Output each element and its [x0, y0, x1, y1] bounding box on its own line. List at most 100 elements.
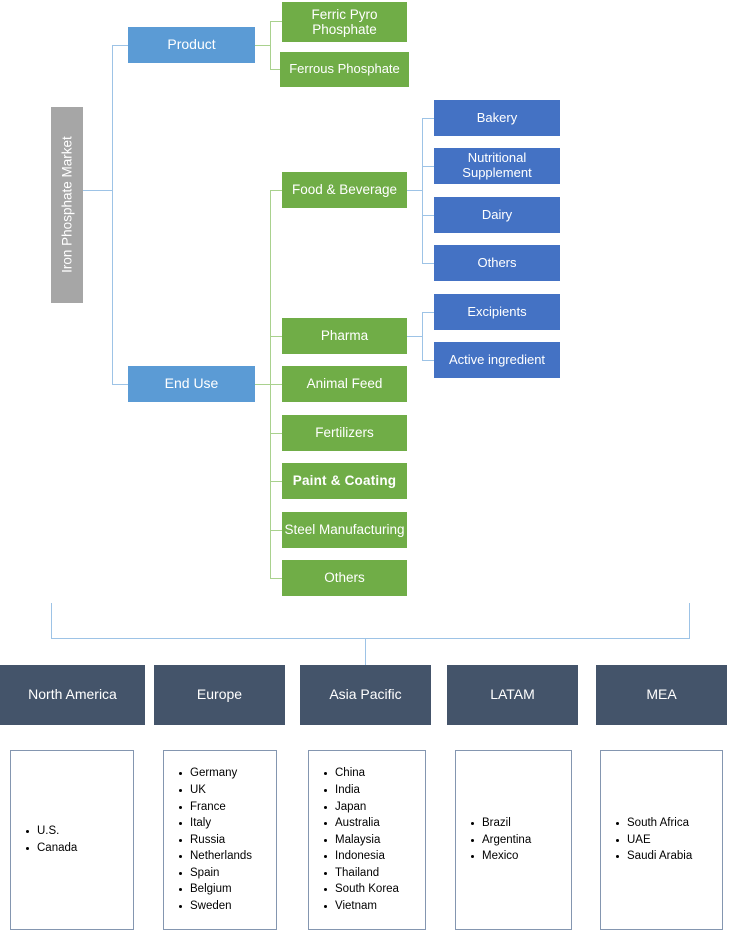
segment-animal-feed-label: Animal Feed: [306, 376, 383, 392]
subsegment-dairy[interactable]: Dairy: [434, 197, 560, 233]
country-list-item: India: [324, 782, 425, 799]
region-header-latam[interactable]: LATAM: [447, 665, 578, 725]
connector-to-ferrous-phosphate: [270, 69, 282, 70]
region-header-europe[interactable]: Europe: [154, 665, 285, 725]
branch-node-product[interactable]: Product: [128, 27, 255, 63]
connector-product-vertical: [270, 21, 271, 70]
country-list-item: France: [179, 799, 276, 816]
connector-pharma-stub: [407, 336, 423, 337]
subsegment-bakery-label: Bakery: [476, 109, 518, 125]
segment-fertilizers-label: Fertilizers: [315, 425, 374, 441]
region-header-north-america[interactable]: North America: [0, 665, 145, 725]
root-node-label: Iron Phosphate Market: [59, 136, 75, 274]
subsegment-excipients[interactable]: Excipients: [434, 294, 560, 330]
subsegment-active-ingredient[interactable]: Active ingredient: [434, 342, 560, 378]
segment-food-beverage[interactable]: Food & Beverage: [282, 172, 407, 208]
country-list-item: Russia: [179, 832, 276, 849]
country-list-item: Australia: [324, 815, 425, 832]
connector-rail-vertical: [112, 45, 113, 385]
connector-rail-to-product: [112, 45, 129, 46]
connector-product-stub: [255, 45, 271, 46]
region-header-mea[interactable]: MEA: [596, 665, 727, 725]
country-list-item: Italy: [179, 815, 276, 832]
subsegment-nutritional-supplement[interactable]: Nutritional Supplement: [434, 148, 560, 184]
country-list-item: Vietnam: [324, 898, 425, 915]
segment-pharma[interactable]: Pharma: [282, 318, 407, 354]
segment-ferrous-phosphate[interactable]: Ferrous Phosphate: [280, 52, 409, 87]
segment-others-end-use[interactable]: Others: [282, 560, 407, 596]
connector-to-pharma: [270, 336, 282, 337]
connector-to-others-food-beverage: [422, 263, 434, 264]
country-list-item: Indonesia: [324, 848, 425, 865]
subsegment-others-food-beverage[interactable]: Others: [434, 245, 560, 281]
region-header-north-america-label: North America: [28, 686, 117, 703]
country-list-item: Germany: [179, 765, 276, 782]
subsegment-others-food-beverage-label: Others: [477, 254, 517, 270]
connector-to-excipients: [422, 312, 434, 313]
country-list-item: Thailand: [324, 865, 425, 882]
segment-others-end-use-label: Others: [324, 570, 365, 586]
country-list-item: China: [324, 765, 425, 782]
connector-to-food-beverage: [270, 190, 282, 191]
country-list-north-america: U.S.Canada: [11, 823, 133, 856]
segment-ferrous-phosphate-label: Ferrous Phosphate: [289, 61, 400, 77]
subsegment-dairy-label: Dairy: [481, 206, 513, 222]
country-list-item: UAE: [616, 832, 722, 849]
connector-rail-to-end-use: [112, 384, 129, 385]
connector-to-fertilizers: [270, 433, 282, 434]
subsegment-nutritional-supplement-label: Nutritional Supplement: [462, 150, 532, 180]
connector-to-others-end-use: [270, 578, 282, 579]
country-list-item: Canada: [26, 840, 133, 857]
connector-to-paint-coating: [270, 481, 282, 482]
country-list-item: South Korea: [324, 881, 425, 898]
connector-region-bus-drop: [365, 638, 366, 665]
connector-region-bus-right: [689, 603, 690, 639]
segment-food-beverage-label: Food & Beverage: [291, 182, 398, 198]
region-header-latam-label: LATAM: [490, 686, 535, 703]
country-list-item: U.S.: [26, 823, 133, 840]
branch-node-product-label: Product: [167, 36, 216, 53]
connector-food-beverage-stub: [407, 190, 423, 191]
country-list-item: Brazil: [471, 815, 571, 832]
region-header-mea-label: MEA: [646, 686, 677, 703]
connector-region-bus-left: [51, 603, 52, 639]
branch-node-end-use-label: End Use: [164, 375, 219, 392]
region-header-europe-label: Europe: [196, 686, 243, 703]
root-node-iron-phosphate-market[interactable]: Iron Phosphate Market: [51, 107, 83, 303]
connector-food-beverage-vertical: [422, 118, 423, 263]
connector-to-active-ingredient: [422, 360, 434, 361]
connector-to-steel-manufacturing: [270, 530, 282, 531]
region-header-asia-pacific-label: Asia Pacific: [329, 686, 402, 703]
segment-fertilizers[interactable]: Fertilizers: [282, 415, 407, 451]
country-list-item: Japan: [324, 799, 425, 816]
region-header-asia-pacific[interactable]: Asia Pacific: [300, 665, 431, 725]
segment-ferric-pyro-phosphate[interactable]: Ferric Pyro Phosphate: [282, 2, 407, 42]
subsegment-bakery[interactable]: Bakery: [434, 100, 560, 136]
segment-steel-manufacturing[interactable]: Steel Manufacturing: [282, 512, 407, 548]
connector-to-animal-feed: [270, 384, 282, 385]
segment-paint-coating[interactable]: Paint & Coating: [282, 463, 407, 499]
connector-end-use-stub: [255, 384, 271, 385]
segment-animal-feed[interactable]: Animal Feed: [282, 366, 407, 402]
subsegment-excipients-label: Excipients: [467, 303, 527, 319]
segment-pharma-label: Pharma: [320, 328, 369, 344]
connector-pharma-vertical: [422, 312, 423, 361]
segment-steel-manufacturing-label: Steel Manufacturing: [284, 522, 405, 538]
subsegment-active-ingredient-label: Active ingredient: [448, 351, 546, 367]
country-list-item: Mexico: [471, 848, 571, 865]
country-list-item: UK: [179, 782, 276, 799]
segment-ferric-pyro-phosphate-label: Ferric Pyro Phosphate: [311, 6, 378, 37]
region-country-list-north-america: U.S.Canada: [10, 750, 134, 930]
country-list-item: Netherlands: [179, 848, 276, 865]
connector-to-nutritional-supplement: [422, 166, 434, 167]
connector-region-bus-horizontal: [51, 638, 690, 639]
branch-node-end-use[interactable]: End Use: [128, 366, 255, 402]
